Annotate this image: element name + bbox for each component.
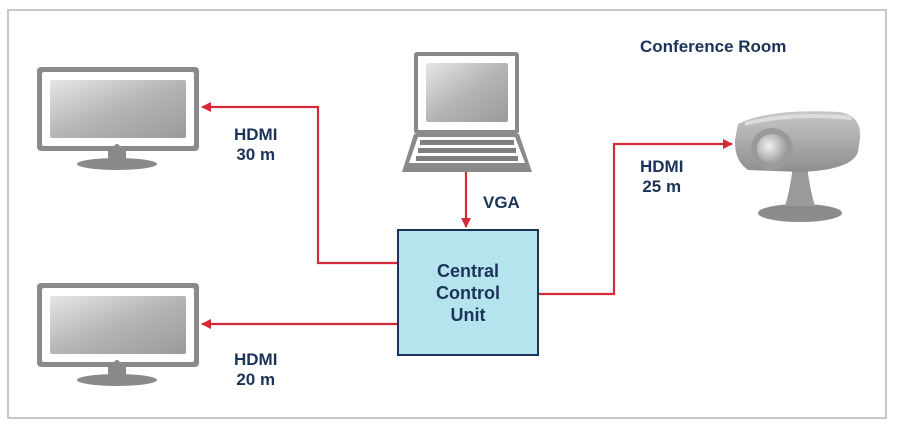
cable-hdmi-25m	[539, 139, 733, 296]
label-vga: VGA	[483, 193, 520, 212]
label-hdmi-30m: HDMI 30 m	[234, 125, 278, 164]
room-title: Conference Room	[640, 37, 787, 56]
label-hdmi-25m: HDMI 25 m	[640, 157, 684, 196]
projector-icon	[734, 111, 861, 222]
diagram-frame	[7, 9, 887, 419]
central-control-unit: Central Control Unit	[397, 229, 539, 356]
monitor-bottom-icon	[37, 283, 199, 386]
cable-hdmi-30m	[201, 102, 397, 265]
monitor-top-icon	[37, 67, 199, 170]
laptop-icon	[402, 52, 532, 172]
label-hdmi-20m: HDMI 20 m	[234, 350, 278, 389]
